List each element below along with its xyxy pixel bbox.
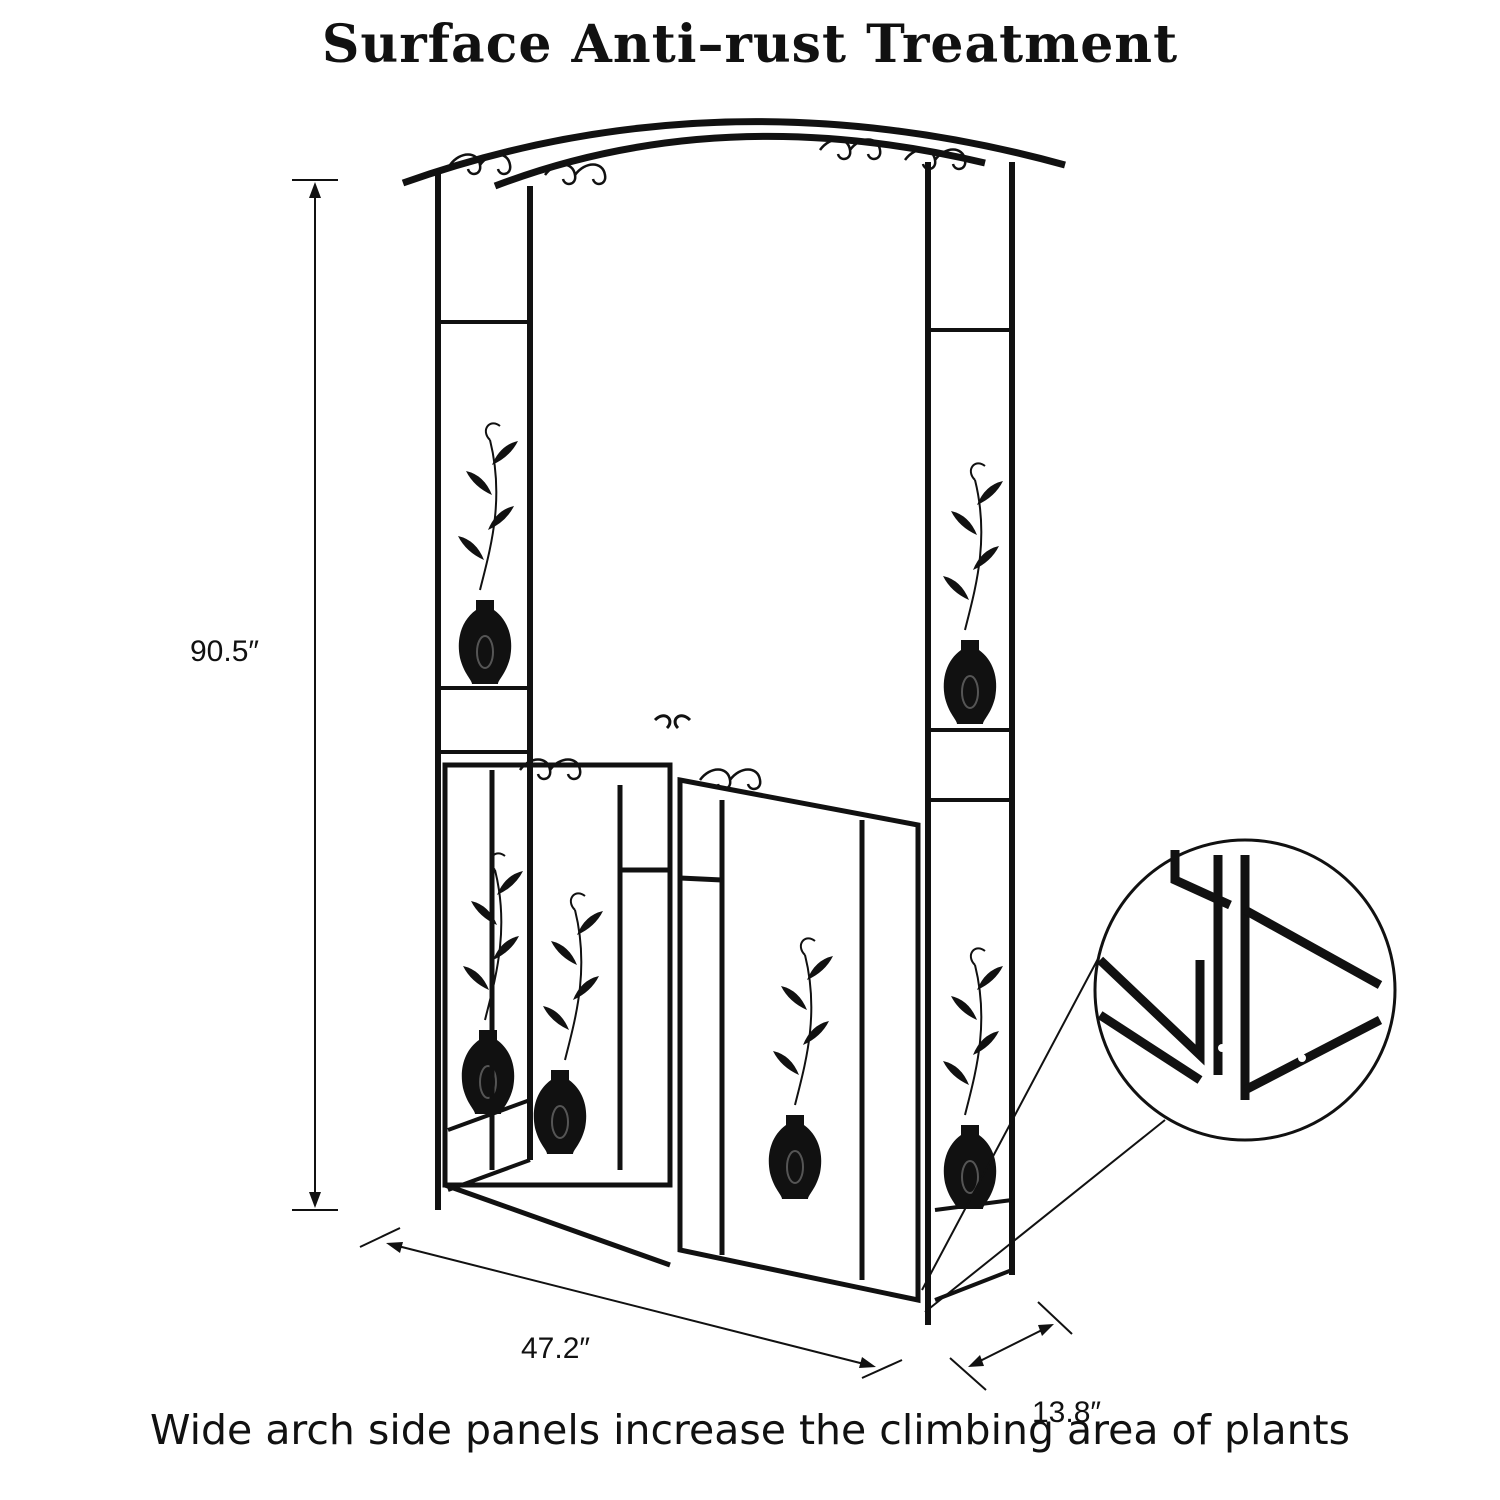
width-label: 47.2″ xyxy=(521,1332,591,1365)
frame-posts xyxy=(435,162,1015,1325)
side-panel-rails xyxy=(438,320,1013,1302)
side-panel-ornaments xyxy=(457,422,1004,1210)
caption: Wide arch side panels increase the climb… xyxy=(150,1406,1350,1454)
depth-label: 13.8″ xyxy=(1032,1396,1102,1429)
hinge-detail-callout xyxy=(921,838,1397,1313)
page-title: Surface Anti–rust Treatment xyxy=(321,14,1179,75)
gate-ornaments xyxy=(518,714,834,1200)
arch-top xyxy=(401,118,1066,190)
width-dimension xyxy=(359,1227,903,1379)
gate-left xyxy=(442,762,673,1268)
height-dimension xyxy=(292,179,338,1211)
gate-right xyxy=(677,776,921,1304)
depth-dimension xyxy=(949,1301,1073,1391)
height-label: 90.5″ xyxy=(190,635,260,668)
